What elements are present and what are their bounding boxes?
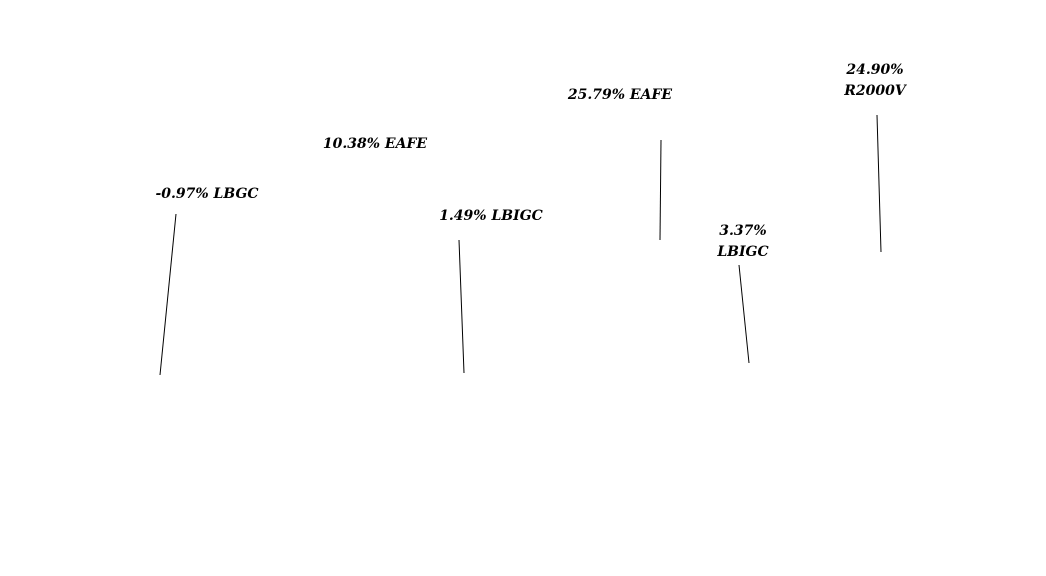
- callout-leader-line-1: [159, 213, 177, 376]
- callout-leader-line-3: [458, 239, 465, 374]
- callout-label-2: 10.38% EAFE: [323, 136, 427, 152]
- callout-leader-line-4: [659, 139, 662, 241]
- callout-label-5: 3.37%LBIGC: [716, 223, 768, 260]
- callout-label-6: 24.90%R2000V: [843, 62, 908, 99]
- callout-leader-line-6: [876, 114, 882, 253]
- callout-label-1: -0.97% LBGC: [155, 186, 258, 202]
- callout-group: -0.97% LBGC 10.38% EAFE 1.49% LBIGC 25.79% …: [155, 62, 908, 376]
- callout-label-3: 1.49% LBIGC: [439, 208, 543, 224]
- callout-label-4: 25.79% EAFE: [567, 87, 672, 103]
- callout-leader-line-5: [738, 264, 750, 364]
